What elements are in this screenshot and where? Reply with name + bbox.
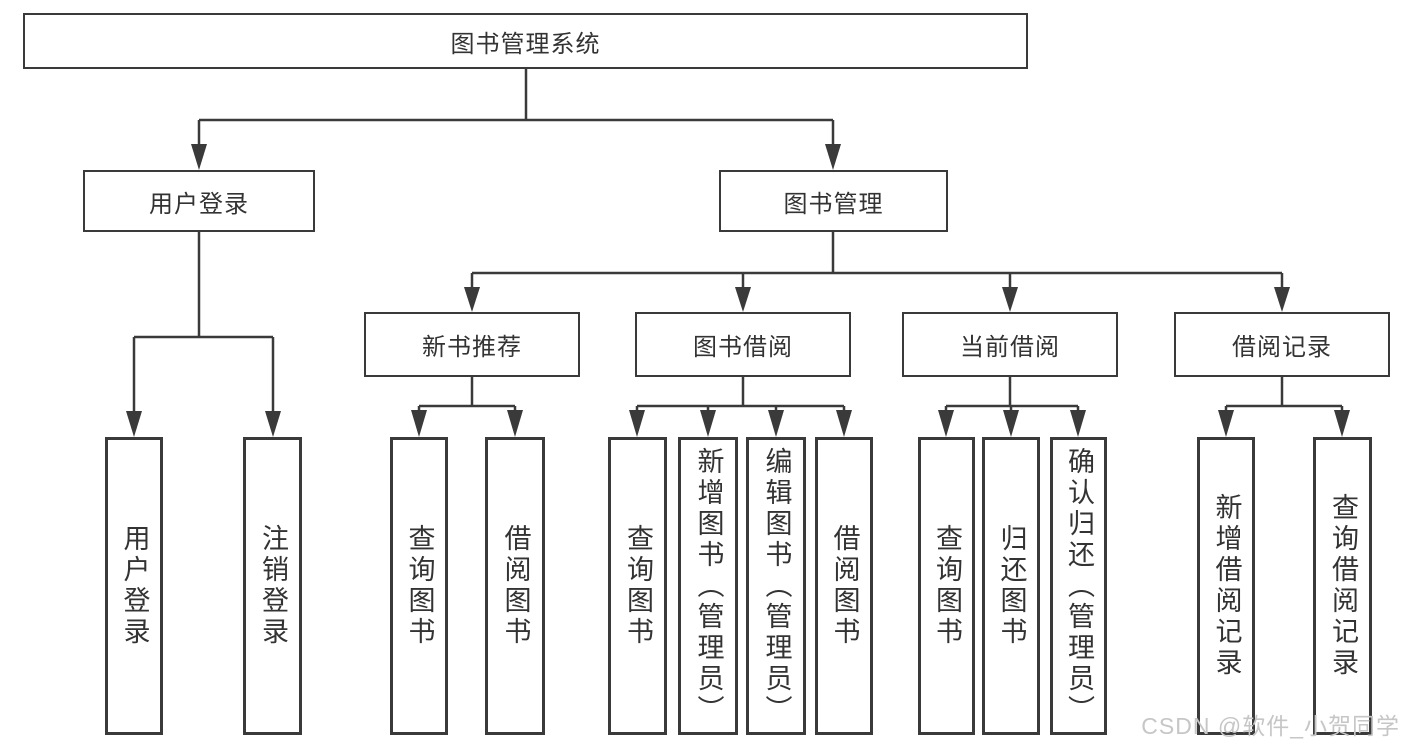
leaf-query-books-current: 查询图书 xyxy=(918,437,975,735)
node-user-login: 用户登录 xyxy=(83,170,315,232)
leaf-query-books-borrow-label: 查询图书 xyxy=(623,524,653,648)
leaf-borrow-books-recommend-label: 借阅图书 xyxy=(500,524,531,648)
leaf-add-borrow-record-label: 新增借阅记录 xyxy=(1211,493,1242,679)
leaf-logout-label: 注销登录 xyxy=(258,524,288,648)
leaf-confirm-return-admin: 确认归还（管理员） xyxy=(1050,437,1107,735)
leaf-borrow-books-recommend: 借阅图书 xyxy=(485,437,545,735)
leaf-confirm-return-admin-label: 确认归还（管理员） xyxy=(1064,446,1094,726)
leaf-user-login: 用户登录 xyxy=(105,437,163,735)
leaf-return-books-label: 归还图书 xyxy=(996,524,1027,648)
leaf-add-book-admin: 新增图书（管理员） xyxy=(678,437,738,735)
leaf-add-book-admin-label: 新增图书（管理员） xyxy=(693,446,724,726)
leaf-query-books-borrow: 查询图书 xyxy=(608,437,667,735)
edge-current-borrow-children xyxy=(938,377,1086,437)
leaf-borrow-books: 借阅图书 xyxy=(815,437,873,735)
leaf-return-books: 归还图书 xyxy=(982,437,1040,735)
edge-book-management-level3 xyxy=(464,232,1290,312)
edge-user-login-children xyxy=(126,232,281,437)
leaf-query-borrow-record-label: 查询借阅记录 xyxy=(1328,493,1358,679)
node-book-management: 图书管理 xyxy=(719,170,948,232)
edge-borrow-records-children xyxy=(1218,377,1350,437)
node-library-management-system: 图书管理系统 xyxy=(23,13,1028,69)
edge-book-borrow-children xyxy=(629,377,852,437)
edge-new-books-children xyxy=(411,377,523,437)
leaf-query-books-recommend-label: 查询图书 xyxy=(404,524,435,648)
leaf-logout: 注销登录 xyxy=(243,437,302,735)
leaf-borrow-books-label: 借阅图书 xyxy=(829,524,860,648)
leaf-edit-book-admin-label: 编辑图书（管理员） xyxy=(761,446,792,726)
node-new-book-recommendation: 新书推荐 xyxy=(364,312,580,377)
edge-root-to-level2 xyxy=(191,69,841,170)
node-book-borrowing: 图书借阅 xyxy=(635,312,851,377)
leaf-query-books-current-label: 查询图书 xyxy=(932,524,962,648)
leaf-query-borrow-record: 查询借阅记录 xyxy=(1313,437,1372,735)
node-current-borrowing: 当前借阅 xyxy=(902,312,1118,377)
leaf-add-borrow-record: 新增借阅记录 xyxy=(1197,437,1255,735)
leaf-user-login-label: 用户登录 xyxy=(119,524,150,648)
node-borrowing-records: 借阅记录 xyxy=(1174,312,1390,377)
leaf-edit-book-admin: 编辑图书（管理员） xyxy=(746,437,806,735)
leaf-query-books-recommend: 查询图书 xyxy=(390,437,448,735)
